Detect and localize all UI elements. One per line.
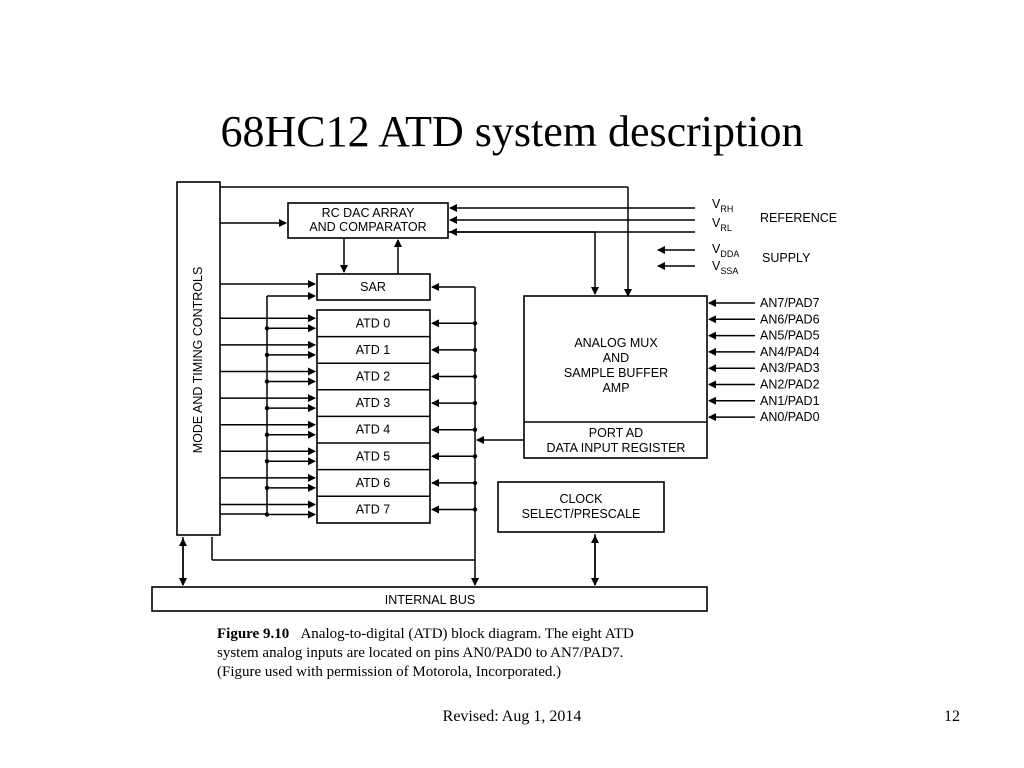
clock-label-1: CLOCK — [559, 492, 603, 506]
right-bus-junction-1 — [472, 347, 478, 353]
left-bus-junction-0 — [264, 326, 270, 331]
supply-label: SUPPLY — [762, 251, 811, 265]
mode-timing-box — [176, 181, 221, 536]
internal-bus-label: INTERNAL BUS — [385, 593, 476, 607]
caption-line-3: (Figure used with permission of Motorola… — [217, 664, 562, 680]
analog-pin-3: AN4/PAD4 — [760, 345, 820, 359]
register-and-pin-wiring — [220, 299, 755, 519]
diagram-wiring — [179, 186, 695, 586]
atd-register-6: ATD 6 — [356, 476, 391, 490]
caption-line-1: Analog-to-digital (ATD) block diagram. T… — [300, 626, 634, 642]
slide-title: 68HC12 ATD system description — [220, 107, 804, 156]
right-bus-junction-0 — [472, 321, 478, 326]
mux-label-3: SAMPLE BUFFER — [564, 366, 668, 380]
analog-pin-5: AN2/PAD2 — [760, 378, 820, 392]
reference-label: REFERENCE — [760, 211, 837, 225]
vrh-label: VRH — [712, 197, 733, 214]
left-bus-junction-1 — [264, 352, 270, 358]
right-bus-junction-6 — [472, 480, 478, 486]
port-ad-label-1: PORT AD — [589, 426, 643, 440]
figure-caption: Figure 9.10 Analog-to-digital (ATD) bloc… — [217, 625, 817, 682]
sar-box — [316, 273, 431, 301]
diagram-svg: MODE AND TIMING CONTROLS RC DAC ARRAY AN… — [151, 181, 837, 612]
right-bus-junction-7 — [472, 507, 478, 512]
analog-mux-box — [523, 295, 708, 459]
analog-pin-6: AN1/PAD1 — [760, 394, 820, 408]
footer-revised-date: Revised: Aug 1, 2014 — [442, 708, 582, 725]
clock-box — [497, 481, 665, 533]
internal-bus-box — [151, 586, 708, 612]
left-bus-junction-6 — [264, 485, 270, 491]
analog-pin-4: AN3/PAD3 — [760, 361, 820, 375]
analog-pin-1: AN6/PAD6 — [760, 312, 820, 326]
figure-label: Figure 9.10 — [217, 626, 290, 642]
rc-dac-label-2: AND COMPARATOR — [309, 220, 426, 234]
left-bus-junction-2 — [264, 379, 270, 384]
atd-register-7: ATD 7 — [356, 503, 391, 517]
vssa-label: VSSA — [712, 259, 738, 276]
sar-label: SAR — [360, 280, 386, 294]
mux-label-4: AMP — [602, 381, 629, 395]
atd-register-2: ATD 2 — [356, 370, 391, 384]
left-bus-junction-3 — [264, 405, 270, 411]
atd-register-4: ATD 4 — [356, 423, 391, 437]
caption-line-2: system analog inputs are located on pins… — [217, 645, 624, 661]
rc-dac-box — [287, 202, 449, 239]
mux-label-1: ANALOG MUX — [574, 336, 658, 350]
right-bus-junction-2 — [472, 374, 478, 379]
analog-pin-0: AN7/PAD7 — [760, 296, 820, 310]
vrl-label: VRL — [712, 216, 732, 233]
atd-register-rows: ATD 0 ATD 1 ATD 2 ATD 3 ATD 4 ATD 5 ATD 6 ATD 7 — [317, 316, 430, 517]
atd-register-5: ATD 5 — [356, 449, 391, 463]
atd-register-0: ATD 0 — [356, 316, 391, 330]
atd-register-3: ATD 3 — [356, 396, 391, 410]
left-bus-junction-4 — [264, 432, 270, 437]
analog-pin-labels: AN7/PAD7AN6/PAD6AN5/PAD5AN4/PAD4AN3/PAD3… — [760, 296, 820, 424]
analog-pin-7: AN0/PAD0 — [760, 410, 820, 424]
mux-label-2: AND — [603, 351, 629, 365]
atd-block-diagram: MODE AND TIMING CONTROLS RC DAC ARRAY AN… — [130, 170, 870, 690]
left-bus-junction-5 — [264, 459, 270, 464]
right-bus-junction-3 — [472, 400, 478, 406]
page-number: 12 — [944, 708, 960, 725]
vdda-label: VDDA — [712, 242, 739, 259]
analog-pin-2: AN5/PAD5 — [760, 329, 820, 343]
mode-timing-label: MODE AND TIMING CONTROLS — [191, 267, 205, 454]
rc-dac-label-1: RC DAC ARRAY — [322, 206, 416, 220]
port-ad-label-2: DATA INPUT REGISTER — [547, 441, 686, 455]
left-bus-junction-7 — [264, 512, 270, 517]
right-bus-junction-4 — [472, 427, 478, 432]
right-bus-junction-5 — [472, 454, 478, 459]
atd-register-1: ATD 1 — [356, 343, 391, 357]
clock-label-2: SELECT/PRESCALE — [522, 507, 641, 521]
